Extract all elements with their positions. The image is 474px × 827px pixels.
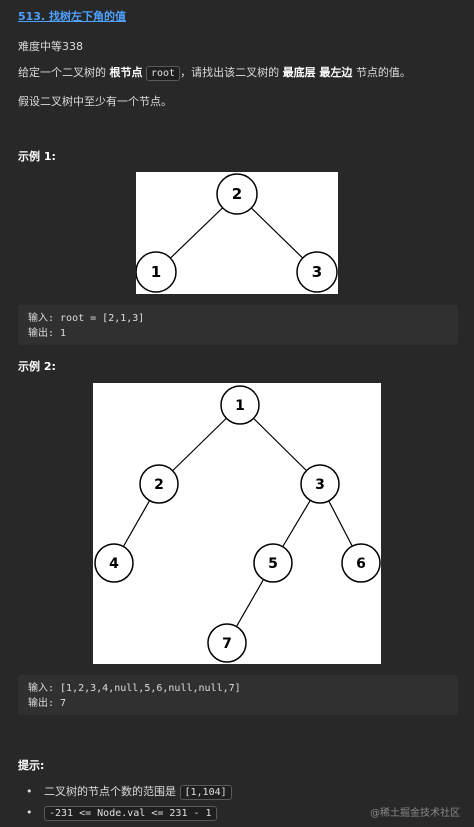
tree-node bbox=[341, 543, 381, 583]
example-2-output: 输出: 7 bbox=[28, 698, 67, 709]
desc-bold-bottom-left: 最底层 最左边 bbox=[282, 66, 353, 79]
example-2-input: 输入: [1,2,3,4,null,5,6,null,null,7] bbox=[28, 683, 241, 694]
tree-node bbox=[220, 385, 260, 425]
node-label: 1 bbox=[235, 398, 245, 414]
desc-text-a: 给定一个二叉树的 bbox=[18, 66, 106, 79]
desc-text-e: 节点的值。 bbox=[355, 66, 411, 79]
example-1-heading: 示例 1: bbox=[18, 150, 56, 163]
example-1-output: 输出: 1 bbox=[28, 328, 67, 339]
example-2-heading: 示例 2: bbox=[18, 360, 56, 373]
difficulty-label: 难度中等338 bbox=[18, 40, 83, 53]
tree-node bbox=[139, 464, 179, 504]
node-label: 1 bbox=[151, 263, 161, 281]
inline-code-root: root bbox=[146, 66, 181, 81]
node-label: 2 bbox=[232, 185, 242, 203]
description-paragraph-2: 假设二叉树中至少有一个节点。 bbox=[18, 95, 172, 108]
hint-2-code: -231 <= Node.val <= 231 - 1 bbox=[44, 806, 217, 821]
example-2-code-block: 输入: [1,2,3,4,null,5,6,null,null,7] 输出: 7 bbox=[18, 675, 458, 715]
hint-1-code: [1,104] bbox=[179, 785, 232, 800]
watermark: @稀土掘金技术社区 bbox=[370, 808, 460, 819]
node-label: 3 bbox=[315, 477, 325, 493]
tree-node bbox=[207, 623, 247, 663]
tree-node bbox=[94, 543, 134, 583]
desc-bold-root-node: 根节点 bbox=[109, 66, 143, 79]
node-label: 5 bbox=[268, 556, 278, 572]
hint-item-value-range: -231 <= Node.val <= 231 - 1 bbox=[26, 806, 217, 821]
node-label: 6 bbox=[356, 556, 366, 572]
node-label: 3 bbox=[312, 263, 322, 281]
description-paragraph-1: 给定一个二叉树的 根节点 root，请找出该二叉树的 最底层 最左边 节点的值。 bbox=[18, 64, 411, 81]
tree-node bbox=[296, 251, 338, 293]
example-1-code-block: 输入: root = [2,1,3] 输出: 1 bbox=[18, 305, 458, 345]
problem-title-link[interactable]: 513. 找树左下角的值 bbox=[18, 10, 126, 23]
node-label: 2 bbox=[154, 477, 164, 493]
desc-text-c: ，请找出该二叉树的 bbox=[180, 66, 280, 79]
tree-node bbox=[300, 464, 340, 504]
example-2-tree-diagram: 1 2 3 4 5 6 7 bbox=[93, 383, 381, 664]
tree-node bbox=[136, 251, 177, 293]
example-1-tree-diagram: 2 1 3 bbox=[136, 172, 338, 294]
hint-item-node-count: 二叉树的节点个数的范围是 [1,104] bbox=[26, 783, 232, 800]
example-1-input: 输入: root = [2,1,3] bbox=[28, 313, 145, 324]
hints-heading: 提示: bbox=[18, 759, 45, 772]
node-label: 7 bbox=[222, 636, 232, 652]
hint-1-text: 二叉树的节点个数的范围是 bbox=[44, 785, 176, 798]
node-label: 4 bbox=[109, 556, 119, 572]
tree-node bbox=[253, 543, 293, 583]
tree-node bbox=[216, 173, 258, 215]
